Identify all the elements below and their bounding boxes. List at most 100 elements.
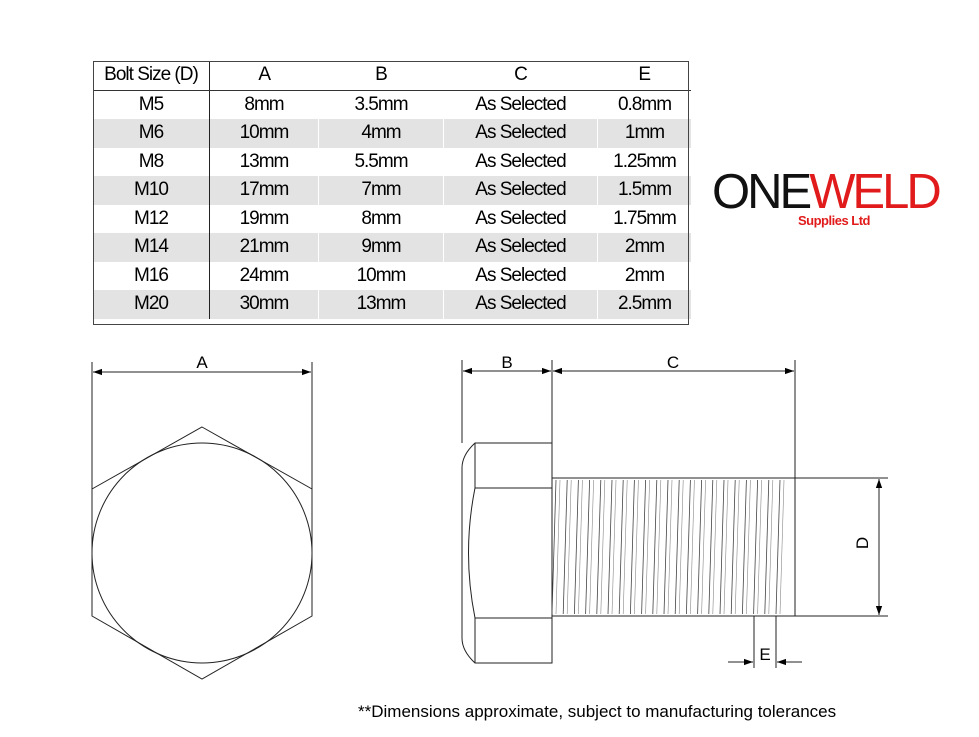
- dimension-label-b: B: [501, 353, 512, 372]
- table-row: M16 24mm 10mm As Selected 2mm: [93, 261, 691, 290]
- thread-line: [622, 479, 628, 615]
- thread-line: [589, 479, 594, 615]
- cell-b: 3.5mm: [318, 90, 444, 119]
- cell-c: As Selected: [443, 233, 598, 262]
- dimension-label-d: D: [853, 537, 872, 549]
- thread-line: [742, 479, 747, 615]
- cell-a: 8mm: [209, 90, 319, 119]
- thread-line: [596, 479, 602, 615]
- cell-b: 8mm: [318, 204, 444, 233]
- bolt-head-outline: [461, 442, 553, 664]
- cell-e: 1.25mm: [597, 147, 691, 176]
- cell-e: 1.5mm: [597, 176, 691, 205]
- thread-line: [578, 479, 583, 615]
- thread-line: [768, 479, 774, 615]
- thread-line: [753, 479, 758, 615]
- table-row: M10 17mm 7mm As Selected 1.5mm: [93, 176, 691, 205]
- cell-bolt-size: M20: [93, 290, 210, 319]
- washer-face-circle: [91, 442, 313, 664]
- head-chamfer-arc: [468, 487, 476, 619]
- dimension-label-c: C: [667, 353, 679, 372]
- thread-line: [600, 479, 606, 615]
- cell-bolt-size: M14: [93, 233, 210, 262]
- logo-word-one: ONE: [712, 165, 812, 219]
- header-e: E: [597, 61, 691, 91]
- cell-c: As Selected: [443, 176, 598, 205]
- cell-a: 19mm: [209, 204, 319, 233]
- thread-line: [663, 479, 669, 615]
- hex-outline: [91, 426, 313, 680]
- cell-b: 10mm: [318, 261, 444, 290]
- thread-line: [674, 479, 680, 615]
- cell-c: As Selected: [443, 290, 598, 319]
- thread-line: [779, 479, 785, 615]
- cell-a: 13mm: [209, 147, 319, 176]
- oneweld-logo: ONEWELD Supplies Ltd: [712, 166, 974, 236]
- thread-line: [701, 479, 706, 615]
- thread-line: [641, 479, 646, 615]
- cell-bolt-size: M12: [93, 204, 210, 233]
- header-a: A: [209, 61, 319, 91]
- header-bolt-size: Bolt Size (D): [93, 61, 210, 91]
- cell-e: 0.8mm: [597, 90, 691, 119]
- thread-line: [686, 479, 691, 615]
- cell-e: 1mm: [597, 119, 691, 148]
- cell-e: 1.75mm: [597, 204, 691, 233]
- thread-line: [712, 479, 718, 615]
- thread-line: [667, 479, 673, 615]
- thread-line: [585, 479, 590, 615]
- cell-b: 13mm: [318, 290, 444, 319]
- thread-line: [618, 479, 624, 615]
- bolt-size-table: Bolt Size (D) A B C E M5 8mm 3.5mm As Se…: [93, 61, 691, 319]
- thread-line: [746, 479, 751, 615]
- cell-c: As Selected: [443, 261, 598, 290]
- logo-word-weld: WELD: [809, 165, 942, 219]
- thread-line: [764, 479, 770, 615]
- thread-line: [574, 479, 579, 615]
- thread-line: [656, 479, 662, 615]
- cell-bolt-size: M10: [93, 176, 210, 205]
- thread-line: [611, 479, 617, 615]
- cell-c: As Selected: [443, 90, 598, 119]
- cell-e: 2.5mm: [597, 290, 691, 319]
- cell-c: As Selected: [443, 204, 598, 233]
- thread-line: [645, 479, 650, 615]
- dimension-label-a: A: [196, 353, 208, 372]
- thread-line: [607, 479, 613, 615]
- bolt-shank: [551, 477, 796, 617]
- table-row: M8 13mm 5.5mm As Selected 1.25mm: [93, 147, 691, 176]
- cell-bolt-size: M8: [93, 147, 210, 176]
- cell-b: 4mm: [318, 119, 444, 148]
- table-row: M6 10mm 4mm As Selected 1mm: [93, 119, 691, 148]
- cell-e: 2mm: [597, 233, 691, 262]
- thread-line: [551, 479, 557, 615]
- table-row: M5 8mm 3.5mm As Selected 0.8mm: [93, 90, 691, 119]
- hex-end-view: [91, 362, 313, 680]
- cell-a: 17mm: [209, 176, 319, 205]
- dimension-label-e: E: [759, 645, 770, 664]
- thread-line: [630, 479, 635, 615]
- thread-line: [697, 479, 702, 615]
- footnote: **Dimensions approximate, subject to man…: [358, 702, 837, 721]
- table-header-row: Bolt Size (D) A B C E: [93, 61, 691, 91]
- thread-line: [708, 479, 714, 615]
- cell-b: 7mm: [318, 176, 444, 205]
- logo-subtitle: Supplies Ltd: [798, 213, 871, 228]
- header-c: C: [443, 61, 598, 91]
- table-row: M12 19mm 8mm As Selected 1.75mm: [93, 204, 691, 233]
- cell-bolt-size: M6: [93, 119, 210, 148]
- thread-line: [634, 479, 639, 615]
- thread-line: [730, 479, 736, 615]
- thread-line: [555, 479, 561, 615]
- thread-line: [757, 479, 762, 615]
- cell-a: 24mm: [209, 261, 319, 290]
- table-row: M14 21mm 9mm As Selected 2mm: [93, 233, 691, 262]
- thread-line: [719, 479, 725, 615]
- cell-a: 21mm: [209, 233, 319, 262]
- thread-line: [678, 479, 684, 615]
- logo-wordmark: ONEWELD: [712, 165, 942, 219]
- bolt-side-view: [461, 360, 888, 668]
- cell-c: As Selected: [443, 147, 598, 176]
- thread-line: [562, 479, 568, 615]
- header-b: B: [318, 61, 444, 91]
